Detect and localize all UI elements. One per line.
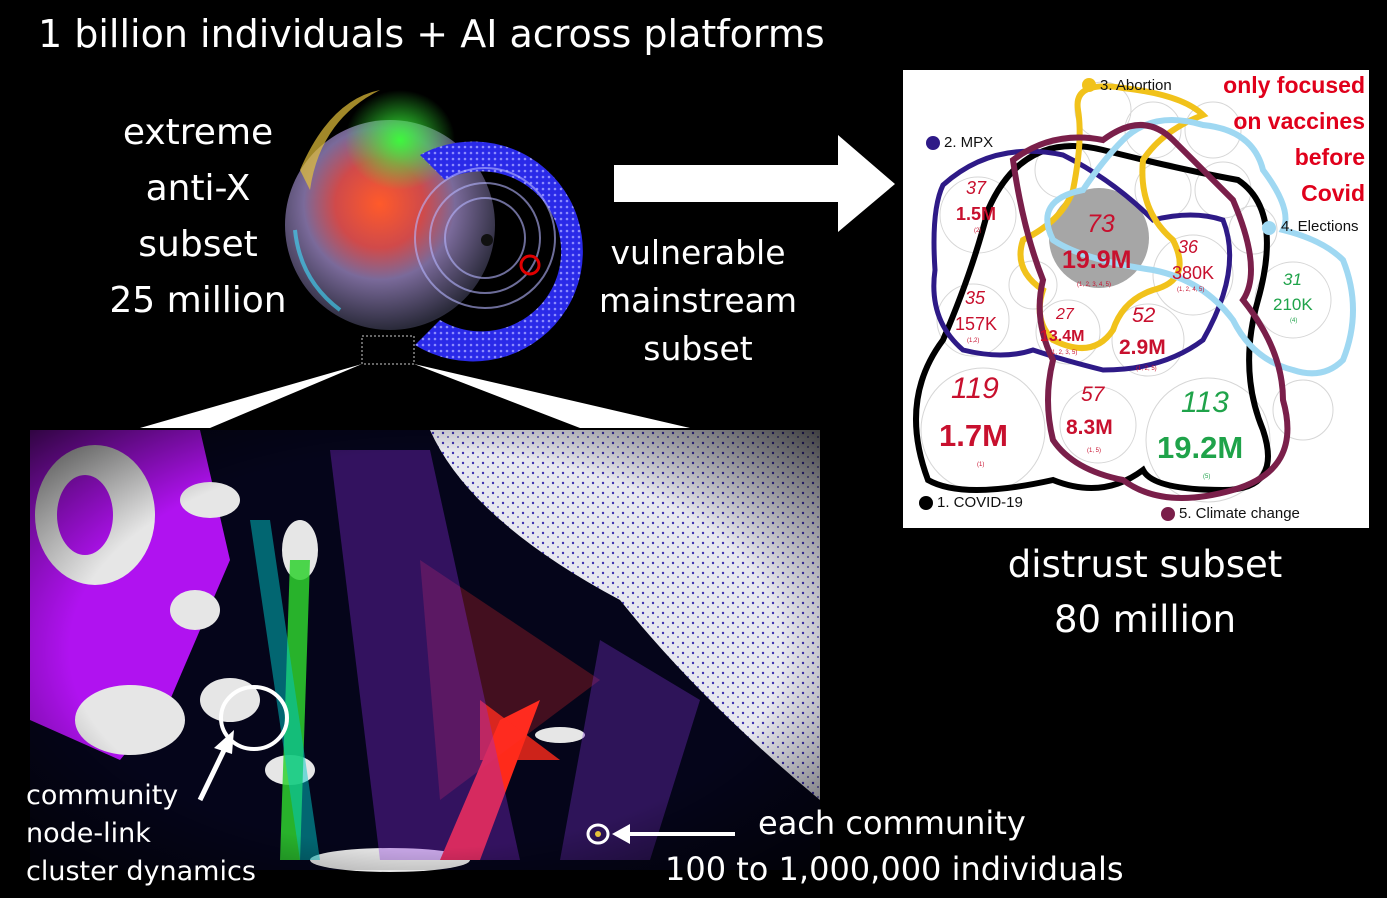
region-size: 157K <box>955 314 998 334</box>
community-label-line1: community <box>26 780 179 811</box>
region-sets: (5) <box>1203 474 1211 480</box>
region-count: 31 <box>1283 270 1302 289</box>
vulnerable-label-line2: mainstream <box>598 281 798 320</box>
extreme-label-line4: 25 million <box>109 280 287 321</box>
region-sets: (1,2) <box>967 338 980 344</box>
extreme-label-line3: subset <box>138 224 258 265</box>
region-sets: (1, 2, 5) <box>1136 366 1157 372</box>
climate-legend-dot <box>1161 507 1175 521</box>
region-count: 27 <box>1056 306 1074 323</box>
legend-covid: 1. COVID-19 <box>937 494 1023 511</box>
region-sets: (1, 2, 3, 4, 5) <box>1077 282 1112 288</box>
region-size: 19.9M <box>1062 246 1132 274</box>
legend-climate: 5. Climate change <box>1179 505 1300 522</box>
extreme-label-line2: anti-X <box>145 168 251 209</box>
community-label-line2: node-link <box>26 818 151 849</box>
region-sets: (1) <box>977 462 985 468</box>
focus-note-line1: only focused <box>1223 72 1365 98</box>
page-title: 1 billion individuals + AI across platfo… <box>38 12 825 56</box>
focus-note-line4: Covid <box>1301 180 1365 206</box>
elections-legend-dot <box>1262 221 1276 235</box>
venn-diagram-panel: 3. Abortion 2. MPX 4. Elections 1. COVID… <box>903 70 1369 528</box>
vulnerable-label-line3: subset <box>643 329 753 368</box>
region-count: 35 <box>965 288 986 308</box>
region-size: 2.9M <box>1119 336 1166 359</box>
focus-note-line2: on vaccines <box>1233 108 1365 134</box>
region-count: 52 <box>1132 304 1156 327</box>
legend-abortion: 3. Abortion <box>1100 77 1172 94</box>
extreme-label-line1: extreme <box>122 112 274 153</box>
focus-note-line3: before <box>1294 144 1365 170</box>
region-size: 380K <box>1172 263 1215 283</box>
community-label-line3: cluster dynamics <box>26 856 256 887</box>
arrows <box>197 135 895 844</box>
covid-legend-dot <box>919 496 933 510</box>
region-count: 57 <box>1081 383 1105 406</box>
region-count: 119 <box>951 372 999 405</box>
region-sets: (4) <box>1290 318 1298 324</box>
region-size: 19.2M <box>1157 430 1244 465</box>
legend-mpx: 2. MPX <box>944 134 994 151</box>
arrow-to-community-icon <box>197 740 231 802</box>
region-count: 113 <box>1181 386 1229 419</box>
region-size: 13.4M <box>1040 328 1085 345</box>
abortion-legend-dot <box>1082 78 1096 92</box>
vulnerable-label-line1: vulnerable <box>610 233 786 272</box>
each-community-label-line2: 100 to 1,000,000 individuals <box>665 850 1124 888</box>
distrust-label-line2: 80 million <box>1053 598 1237 641</box>
region-sets: (1, 5) <box>1087 448 1102 454</box>
legend-elections: 4. Elections <box>1281 218 1359 235</box>
distrust-label-line1: distrust subset <box>1007 543 1283 586</box>
venn-diagram <box>913 81 1356 503</box>
each-community-label-line1: each community <box>758 804 1026 842</box>
mpx-legend-dot <box>926 136 940 150</box>
region-size: 210K <box>1273 295 1313 314</box>
zoom-beams <box>140 364 690 428</box>
network-sphere <box>285 90 583 365</box>
region-count: 73 <box>1087 210 1115 238</box>
region-sets: (2) <box>974 228 982 234</box>
region-sets: (1, 2, 3, 5) <box>1050 350 1078 356</box>
region-count: 37 <box>966 178 987 198</box>
region-size: 8.3M <box>1066 416 1113 439</box>
region-size: 1.7M <box>939 418 1008 453</box>
right-arrow-icon <box>614 135 895 232</box>
region-sets: (1, 2, 4, 5) <box>1177 287 1205 293</box>
region-count: 36 <box>1178 237 1199 257</box>
region-size: 1.5M <box>956 204 997 224</box>
zoomed-network-panel <box>30 430 820 872</box>
